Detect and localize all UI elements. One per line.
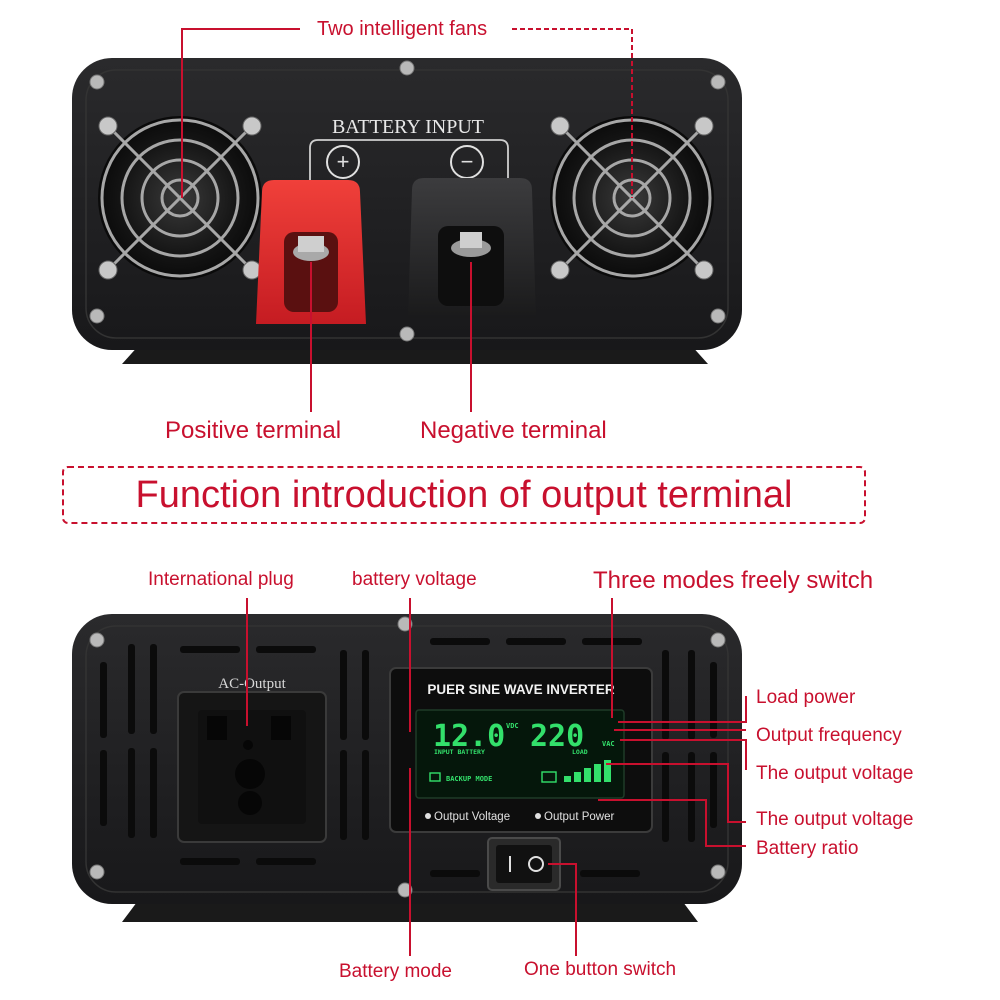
label-positive-terminal: Positive terminal bbox=[165, 417, 342, 444]
top-screws bbox=[89, 60, 726, 342]
vent-slots bbox=[100, 638, 717, 877]
label-negative-terminal: Negative terminal bbox=[420, 417, 607, 444]
label-output-voltage-1: The output voltage bbox=[756, 763, 914, 784]
lcd-load-caption: LOAD bbox=[572, 748, 588, 756]
label-output-frequency: Output frequency bbox=[756, 725, 902, 746]
display-title: PUER SINE WAVE INVERTER bbox=[427, 682, 615, 697]
label-battery-ratio: Battery ratio bbox=[756, 838, 859, 859]
bottom-screws bbox=[89, 616, 726, 898]
lcd-backup-mode: BACKUP MODE bbox=[446, 775, 492, 783]
label-two-fans: Two intelligent fans bbox=[317, 18, 488, 40]
lcd-screen: 12.0 VDC INPUT BATTERY 220 VAC LOAD BACK… bbox=[415, 709, 625, 799]
left-fan-icon bbox=[98, 116, 262, 280]
lcd-vdc-unit: VDC bbox=[506, 722, 519, 730]
load-icon bbox=[541, 771, 557, 783]
minus-symbol: − bbox=[461, 149, 474, 174]
battery-input-label: BATTERY INPUT bbox=[332, 116, 484, 138]
battery-mode-icon bbox=[429, 772, 441, 782]
top-chassis bbox=[72, 58, 742, 350]
section-title-box: Function introduction of output terminal bbox=[62, 466, 866, 524]
output-power-button[interactable]: Output Power bbox=[544, 811, 614, 823]
plus-symbol: + bbox=[337, 149, 350, 174]
top-callout-lines bbox=[181, 28, 633, 412]
label-output-voltage-2: The output voltage bbox=[756, 809, 914, 830]
international-socket-icon bbox=[177, 691, 327, 843]
battery-ratio-bars bbox=[564, 760, 611, 782]
ac-output-label: AC-Output bbox=[218, 676, 286, 692]
label-battery-voltage: battery voltage bbox=[352, 569, 477, 590]
section-title: Function introduction of output terminal bbox=[135, 474, 793, 516]
power-switch[interactable] bbox=[487, 837, 561, 891]
label-load-power: Load power bbox=[756, 687, 856, 708]
bottom-inverter: AC-Output PUER SINE WAVE INVERTER 12.0 V… bbox=[72, 614, 742, 922]
bottom-callout-lines bbox=[246, 598, 747, 956]
output-voltage-button[interactable]: Output Voltage bbox=[434, 811, 510, 823]
output-voltage-dot-icon bbox=[425, 813, 431, 819]
label-international-plug: International plug bbox=[148, 569, 294, 590]
label-battery-mode: Battery mode bbox=[339, 961, 452, 982]
output-power-dot-icon bbox=[535, 813, 541, 819]
label-one-button-switch: One button switch bbox=[524, 959, 677, 980]
plus-circle-icon bbox=[326, 145, 360, 179]
lcd-output-value: 220 bbox=[530, 719, 584, 754]
lcd-vac-unit: VAC bbox=[602, 740, 615, 748]
label-three-modes: Three modes freely switch bbox=[593, 567, 874, 594]
top-inverter: BATTERY INPUT + − bbox=[72, 58, 742, 364]
lcd-input-battery-caption: INPUT BATTERY bbox=[434, 748, 485, 756]
lcd-battery-voltage-value: 12.0 bbox=[433, 719, 505, 754]
